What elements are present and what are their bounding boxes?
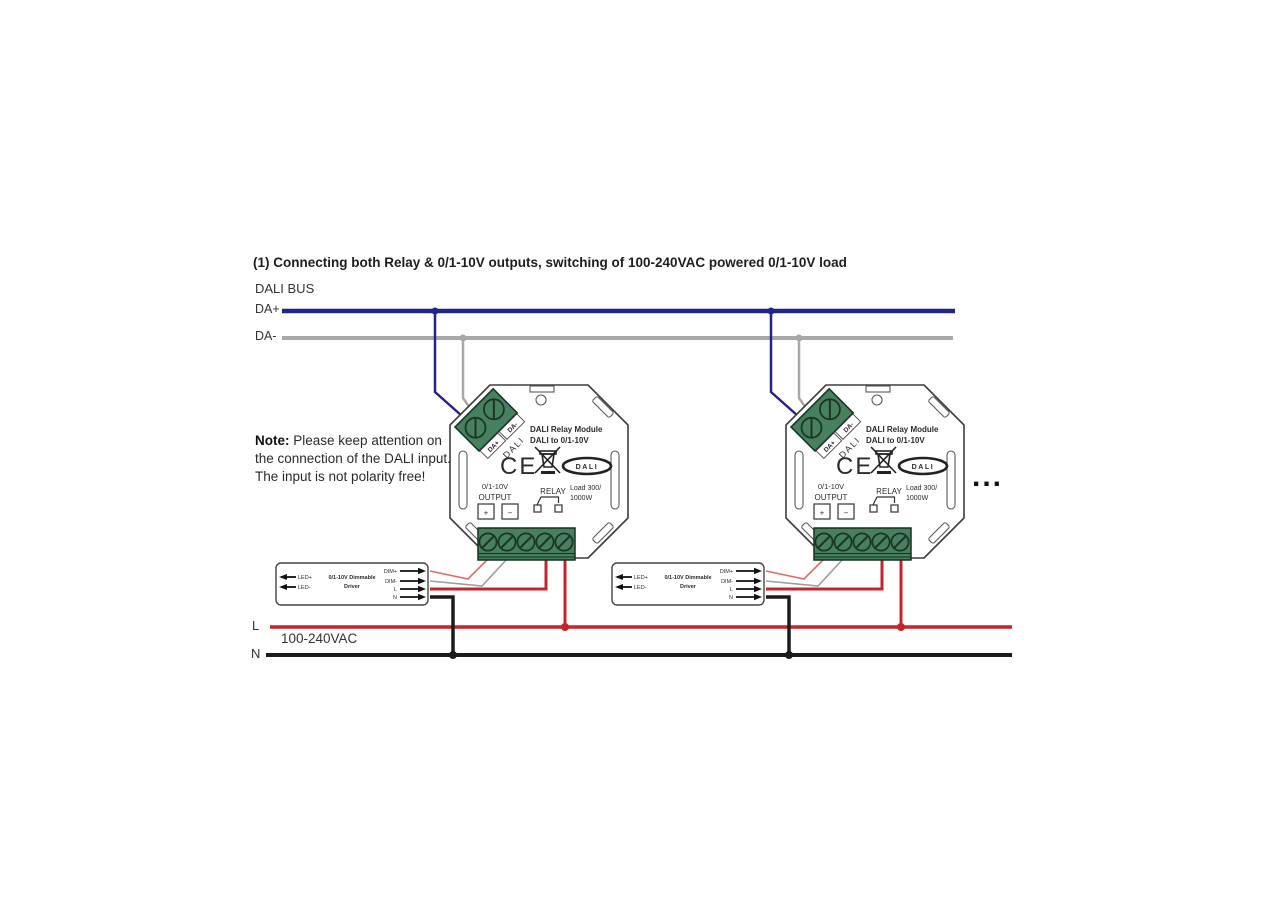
arrow-left-icon bbox=[279, 584, 287, 590]
driver-live-terminal: L bbox=[394, 585, 426, 593]
dim-plus-wire bbox=[429, 558, 489, 580]
dim-minus-label: DIM- bbox=[385, 579, 397, 585]
unit-wires bbox=[429, 307, 569, 659]
output-label-line2: OUTPUT bbox=[479, 493, 512, 502]
output-label-line1: 0/1-10V bbox=[482, 482, 508, 491]
output-terminal-strip bbox=[477, 527, 576, 561]
arrow-right-icon bbox=[418, 593, 426, 601]
output-minus-terminal: − bbox=[501, 503, 519, 520]
driver-neutral-terminal: N bbox=[393, 593, 426, 601]
da-minus-junction-dot bbox=[459, 334, 467, 342]
da-plus-bus-label: DA+ bbox=[255, 302, 280, 316]
led-minus-label: LED- bbox=[298, 585, 311, 591]
dali-bus-label: DALI BUS bbox=[255, 281, 315, 296]
da-plus-junction-dot bbox=[431, 307, 439, 315]
spring-slot bbox=[610, 450, 620, 510]
neutral-line-label: N bbox=[251, 646, 261, 661]
polarity-note: Note: Please keep attention on the conne… bbox=[255, 432, 457, 486]
arrow-right-icon bbox=[418, 567, 426, 575]
output-plus-terminal: + bbox=[477, 503, 495, 520]
module-name-line1: DALI Relay Module bbox=[530, 425, 603, 434]
diagram-title: (1) Connecting both Relay & 0/1-10V outp… bbox=[253, 255, 847, 270]
driver-body bbox=[275, 562, 429, 606]
terminal-screws bbox=[478, 532, 574, 552]
neutral-junction-dot bbox=[449, 651, 457, 659]
note-text: Please keep attention on the connection … bbox=[255, 433, 451, 485]
relay-unit-2 bbox=[610, 305, 966, 661]
led-minus-terminal: LED- bbox=[279, 584, 311, 591]
dim-minus-wire bbox=[429, 558, 508, 587]
mains-voltage-label: 100-240VAC bbox=[281, 631, 358, 646]
fixing-hole bbox=[535, 394, 547, 406]
spring-slot bbox=[458, 450, 468, 510]
dali-relay-module: DA+ DA- DALI DALI Relay Module DALI to 0… bbox=[449, 384, 629, 561]
driver-live-label: L bbox=[394, 587, 397, 593]
corner-slot bbox=[592, 522, 614, 544]
da-minus-bus-label: DA- bbox=[255, 329, 277, 343]
dali-logo: DALI bbox=[561, 456, 613, 476]
live-junction-dot bbox=[561, 623, 569, 631]
arrow-right-icon bbox=[418, 577, 426, 585]
more-units-ellipsis: ... bbox=[972, 460, 1004, 493]
corner-slot bbox=[592, 396, 614, 418]
relay-label: RELAY bbox=[540, 487, 566, 496]
da-plus-drop-wire bbox=[433, 311, 463, 417]
dim-plus-terminal: DIM+ bbox=[384, 567, 426, 575]
led-plus-terminal: LED+ bbox=[279, 574, 312, 581]
da-plus-tag bbox=[479, 432, 507, 460]
mounting-notch bbox=[529, 385, 555, 393]
arrow-left-icon bbox=[279, 574, 287, 580]
da-minus-tag bbox=[498, 413, 526, 440]
driver-name-line2: Driver bbox=[344, 584, 361, 590]
arrow-right-icon bbox=[418, 585, 426, 593]
dim-minus-terminal: DIM- bbox=[385, 577, 426, 585]
plus-sign: + bbox=[484, 509, 489, 518]
load-rating-line1: Load 300/ bbox=[570, 485, 601, 492]
live-line-label: L bbox=[252, 618, 260, 633]
note-label: Note: bbox=[255, 433, 290, 448]
module-name-line2: DALI to 0/1-10V bbox=[530, 436, 589, 445]
bus-lines bbox=[266, 308, 1012, 657]
minus-sign: − bbox=[508, 509, 513, 518]
dali-logo-text: DALI bbox=[576, 464, 599, 471]
load-rating-line2: 1000W bbox=[570, 495, 593, 502]
relay-unit-1: LED+ LED- 0/1-10V Dimmable Driver DIM+ D… bbox=[275, 307, 629, 659]
dimmable-driver: LED+ LED- 0/1-10V Dimmable Driver DIM+ D… bbox=[275, 562, 429, 606]
ce-mark: CE bbox=[500, 453, 537, 480]
dim-plus-label: DIM+ bbox=[384, 569, 397, 575]
relay-contact-icon bbox=[533, 496, 563, 513]
led-plus-label: LED+ bbox=[298, 575, 312, 581]
relay-to-driver-live-wire bbox=[430, 559, 548, 591]
driver-neutral-wire bbox=[430, 595, 455, 655]
weee-bin-icon bbox=[534, 446, 561, 474]
driver-name-line1: 0/1-10V Dimmable bbox=[328, 575, 375, 581]
driver-neutral-label: N bbox=[393, 595, 397, 601]
